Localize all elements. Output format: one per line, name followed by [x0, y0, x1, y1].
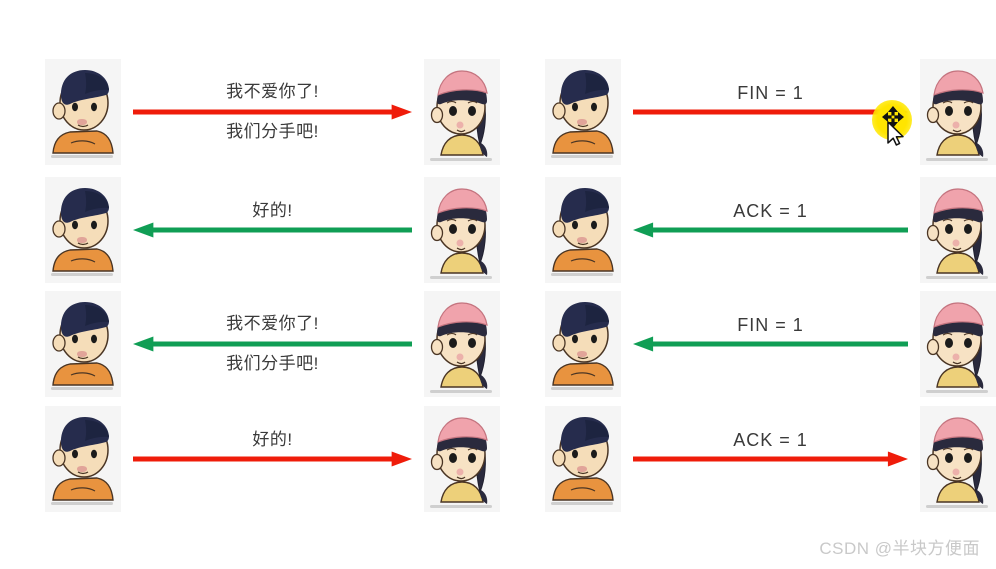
message-label: 好的! — [252, 201, 293, 220]
message-label-upper: 我不爱你了! — [226, 82, 319, 101]
boy-avatar — [45, 291, 121, 397]
message-row: 好的! — [0, 176, 500, 284]
girl-avatar — [920, 291, 996, 397]
boy-avatar — [545, 406, 621, 512]
arrow-channel: FIN = 1 — [633, 291, 908, 397]
arrow-left-green — [633, 219, 908, 241]
arrow-channel: 我不爱你了! 我们分手吧! — [133, 59, 412, 165]
arrow-left-green — [133, 333, 412, 355]
message-label: FIN = 1 — [737, 83, 804, 103]
boy-avatar — [45, 177, 121, 283]
message-row: FIN = 1 — [500, 290, 996, 398]
girl-avatar — [920, 59, 996, 165]
message-label-lower: 我们分手吧! — [226, 354, 319, 373]
message-label: 好的! — [252, 430, 293, 449]
boy-avatar — [45, 406, 121, 512]
arrow-right-red — [633, 101, 908, 123]
girl-avatar — [424, 59, 500, 165]
message-label: ACK = 1 — [733, 430, 808, 450]
left-column-panel: 我不爱你了! 我们分手吧! — [0, 0, 500, 520]
message-row: ACK = 1 — [500, 405, 996, 513]
girl-avatar — [424, 291, 500, 397]
message-row: 我不爱你了! 我们分手吧! — [0, 58, 500, 166]
message-row: 好的! — [0, 405, 500, 513]
arrow-right-red — [133, 101, 412, 123]
message-row: ACK = 1 — [500, 176, 996, 284]
arrow-channel: 好的! — [133, 177, 412, 283]
arrow-right-red — [133, 448, 412, 470]
boy-avatar — [545, 291, 621, 397]
boy-avatar — [545, 177, 621, 283]
arrow-left-green — [133, 219, 412, 241]
boy-avatar — [45, 59, 121, 165]
girl-avatar — [424, 177, 500, 283]
message-row: FIN = 1 — [500, 58, 996, 166]
message-label: FIN = 1 — [737, 315, 804, 335]
message-label-lower: 我们分手吧! — [226, 122, 319, 141]
girl-avatar — [424, 406, 500, 512]
message-row: 我不爱你了! 我们分手吧! — [0, 290, 500, 398]
arrow-channel: 我不爱你了! 我们分手吧! — [133, 291, 412, 397]
arrow-left-green — [633, 333, 908, 355]
arrow-channel: 好的! — [133, 406, 412, 512]
girl-avatar — [920, 406, 996, 512]
message-label-upper: 我不爱你了! — [226, 314, 319, 333]
girl-avatar — [920, 177, 996, 283]
arrow-channel: FIN = 1 — [633, 59, 908, 165]
message-label: ACK = 1 — [733, 201, 808, 221]
arrow-channel: ACK = 1 — [633, 406, 908, 512]
arrow-right-red — [633, 448, 908, 470]
boy-avatar — [545, 59, 621, 165]
csdn-watermark: CSDN @半块方便面 — [819, 539, 980, 558]
right-column-panel: FIN = 1 — [500, 0, 996, 520]
arrow-channel: ACK = 1 — [633, 177, 908, 283]
